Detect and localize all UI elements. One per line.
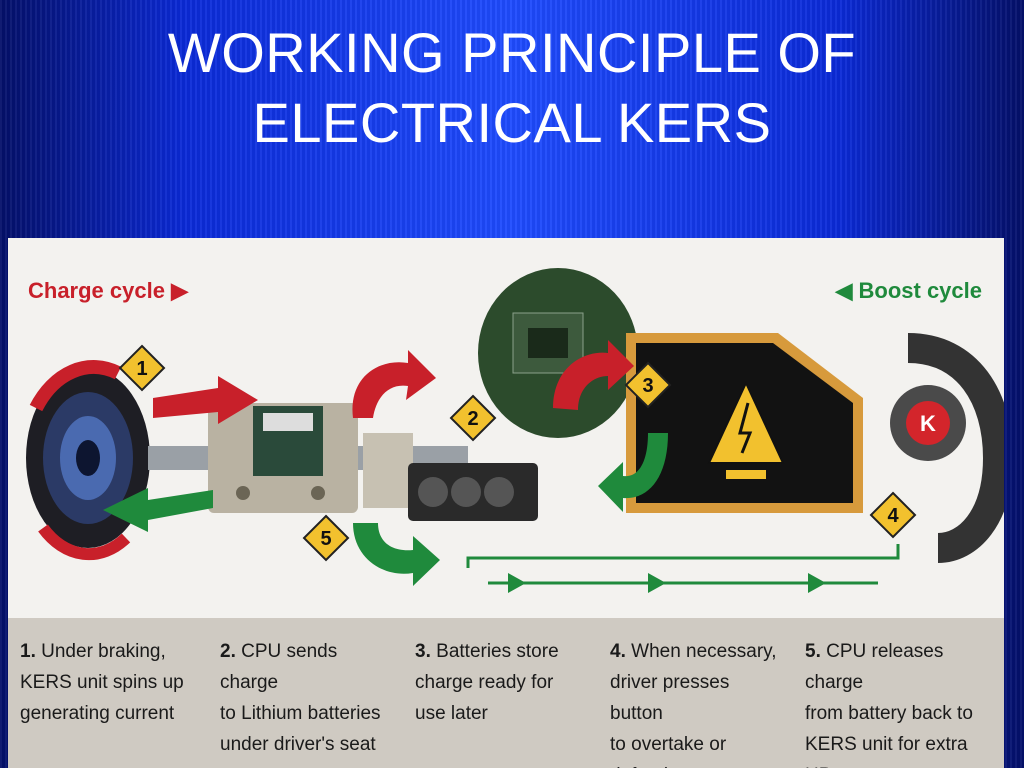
boost-cycle-text: Boost cycle xyxy=(858,278,983,303)
boost-arrows xyxy=(103,433,900,593)
title-line-2: ELECTRICAL KERS xyxy=(252,91,772,154)
charge-cycle-label: Charge cycle ▶ xyxy=(28,278,188,303)
svg-text:4: 4 xyxy=(887,505,899,527)
title-line-1: WORKING PRINCIPLE OF xyxy=(167,21,857,84)
kers-illustration: 1 2 3 4 5 K xyxy=(26,268,1004,593)
wheel xyxy=(26,360,150,561)
svg-text:1: 1 xyxy=(136,358,147,380)
kers-diagram: 1 2 3 4 5 K Charge cycle ▶ ◀ Boost cycle… xyxy=(8,238,1004,768)
motor-generator xyxy=(208,403,358,513)
k-button-icon: K xyxy=(906,401,950,445)
marker-4: 4 xyxy=(869,491,917,539)
boost-cycle-label: ◀ Boost cycle xyxy=(835,278,983,303)
cpu-board xyxy=(478,268,638,438)
high-voltage-warning-icon xyxy=(707,380,785,464)
charge-arrows xyxy=(153,340,634,424)
marker-2: 2 xyxy=(449,394,497,442)
svg-text:3: 3 xyxy=(642,375,653,397)
k-button-letter: K xyxy=(920,411,936,436)
marker-1: 1 xyxy=(118,344,166,392)
marker-5: 5 xyxy=(302,514,350,562)
lithium-battery-pack xyxy=(626,333,863,513)
svg-text:2: 2 xyxy=(467,408,478,430)
connector-housing xyxy=(363,433,413,508)
step-markers: 1 2 3 4 5 xyxy=(118,344,917,562)
charge-cycle-text: Charge cycle xyxy=(28,278,165,303)
battery-connector xyxy=(408,463,538,521)
slide-title: WORKING PRINCIPLE OF ELECTRICAL KERS xyxy=(0,18,1024,158)
svg-text:5: 5 xyxy=(320,528,331,550)
marker-3: 3 xyxy=(624,361,672,409)
